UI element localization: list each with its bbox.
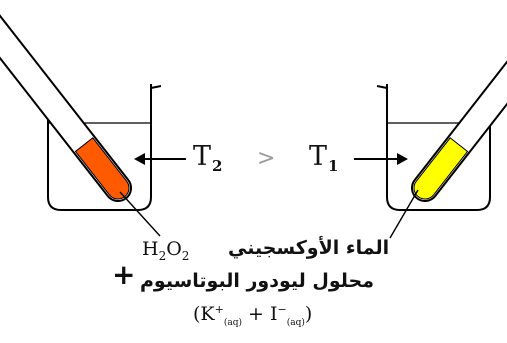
potassium-iodide-solution-label: محلول ليودور البوتاسيوم — [140, 270, 375, 292]
left-leader-line — [119, 191, 161, 237]
plus-sign: + — [112, 258, 136, 291]
right-test-tube — [411, 0, 507, 202]
left-temperature-arrow — [134, 153, 186, 165]
left-test-tube — [0, 0, 132, 202]
right-temperature-label: T1 — [309, 141, 339, 175]
hydrogen-peroxide-name: الماء الأوكسجيني — [228, 237, 390, 259]
ion-formula: (K+(aq) + I−(aq)) — [193, 303, 313, 328]
right-tube-solution — [413, 137, 469, 200]
left-tube-solution — [74, 137, 130, 200]
left-temperature-label: T2 — [193, 141, 223, 175]
hydrogen-peroxide-formula: H2O2 — [142, 238, 190, 263]
right-temperature-arrow — [354, 153, 408, 165]
right-leader-line — [389, 189, 419, 239]
comparison-sign: > — [257, 146, 276, 171]
